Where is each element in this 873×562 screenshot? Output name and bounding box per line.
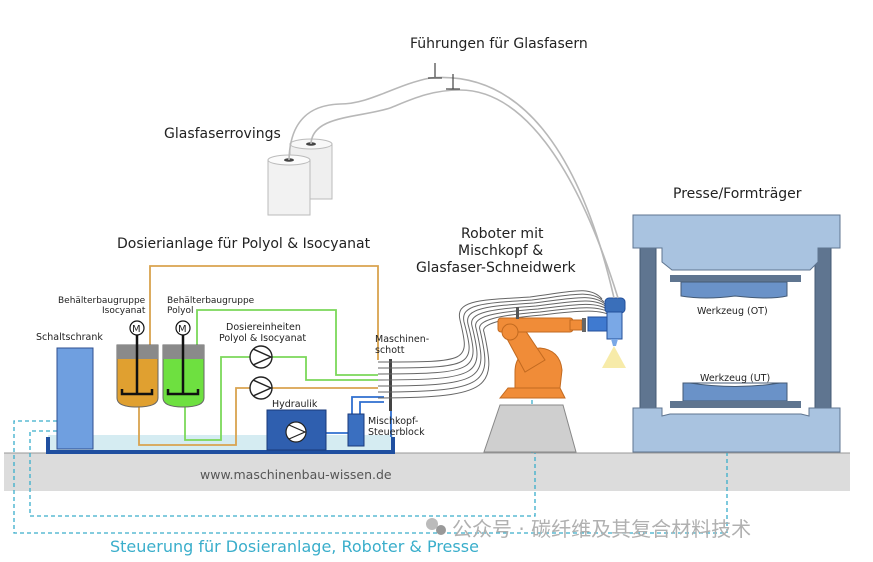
motor-symbol: M bbox=[178, 324, 187, 335]
robot-pedestal bbox=[483, 404, 577, 453]
bulkhead-label: Maschinen- bbox=[375, 334, 429, 345]
rovings-label: Glasfaserrovings bbox=[164, 126, 281, 142]
robot bbox=[497, 317, 583, 399]
tank-polyol-label-2: Polyol bbox=[167, 306, 193, 316]
watermark-text: 公众号 · 碳纤维及其复合材料技术 bbox=[452, 517, 751, 541]
lower-tool bbox=[682, 382, 788, 402]
isocyanate-tank: M bbox=[116, 320, 159, 408]
hose-bundle bbox=[377, 290, 615, 399]
tank-isocyanate-label-2: Isocyanat bbox=[102, 306, 146, 316]
robot-label: Roboter mit bbox=[461, 226, 544, 242]
isocyanate-pipes bbox=[138, 265, 379, 446]
dosing-plant-label: Dosierianlage für Polyol & Isocyanat bbox=[117, 236, 371, 252]
machine-bulkhead bbox=[389, 359, 392, 411]
robot-label-2: Mischkopf & bbox=[458, 243, 543, 259]
press bbox=[632, 214, 841, 453]
mixhead bbox=[582, 297, 626, 368]
control-cabinet-label: Schaltschrank bbox=[36, 332, 103, 343]
upper-tool bbox=[680, 281, 788, 299]
polyol-pipes bbox=[184, 309, 378, 441]
hydraulic-pump-icon bbox=[285, 421, 307, 443]
mixhead-block-label: Mischkopf- bbox=[368, 416, 418, 427]
tank-isocyanate-label: Behälterbaugruppe bbox=[58, 296, 146, 306]
polyol-tank: M bbox=[162, 320, 205, 408]
tool-bottom-label: Werkzeug (UT) bbox=[700, 373, 770, 384]
tank-polyol-label: Behälterbaugruppe bbox=[167, 296, 255, 306]
drip-tray bbox=[46, 437, 395, 454]
hydraulic-lines bbox=[325, 396, 392, 437]
dosing-pump-polyol bbox=[249, 345, 273, 369]
dosing-units-label: Dosiereinheiten bbox=[226, 322, 301, 333]
hydraulics-label: Hydraulik bbox=[272, 399, 318, 410]
control-cabinet bbox=[56, 347, 94, 450]
spray-icon bbox=[602, 346, 626, 368]
press-label: Presse/Formträger bbox=[673, 186, 802, 202]
fiber-guide-icons bbox=[428, 63, 460, 90]
floor bbox=[4, 453, 850, 491]
robot-label-3: Glasfaser-Schneidwerk bbox=[416, 260, 576, 276]
tool-top-label: Werkzeug (OT) bbox=[697, 306, 768, 317]
fiber-strands bbox=[288, 76, 619, 299]
dosing-units-label-2: Polyol & Isocyanat bbox=[219, 333, 306, 344]
website-label: www.maschinenbau-wissen.de bbox=[200, 467, 392, 482]
glass-fiber-rovings bbox=[267, 138, 333, 216]
wechat-icon bbox=[426, 518, 446, 535]
motor-symbol: M bbox=[132, 324, 141, 335]
fiber-guides-label: Führungen für Glasfasern bbox=[410, 36, 588, 52]
mixhead-control-block bbox=[347, 413, 365, 447]
control-caption: Steuerung für Dosieranlage, Roboter & Pr… bbox=[110, 537, 479, 556]
mixhead-block-label-2: Steuerblock bbox=[368, 427, 425, 438]
dosing-pump-isocyanate bbox=[249, 376, 273, 400]
bulkhead-label-2: schott bbox=[375, 345, 405, 356]
